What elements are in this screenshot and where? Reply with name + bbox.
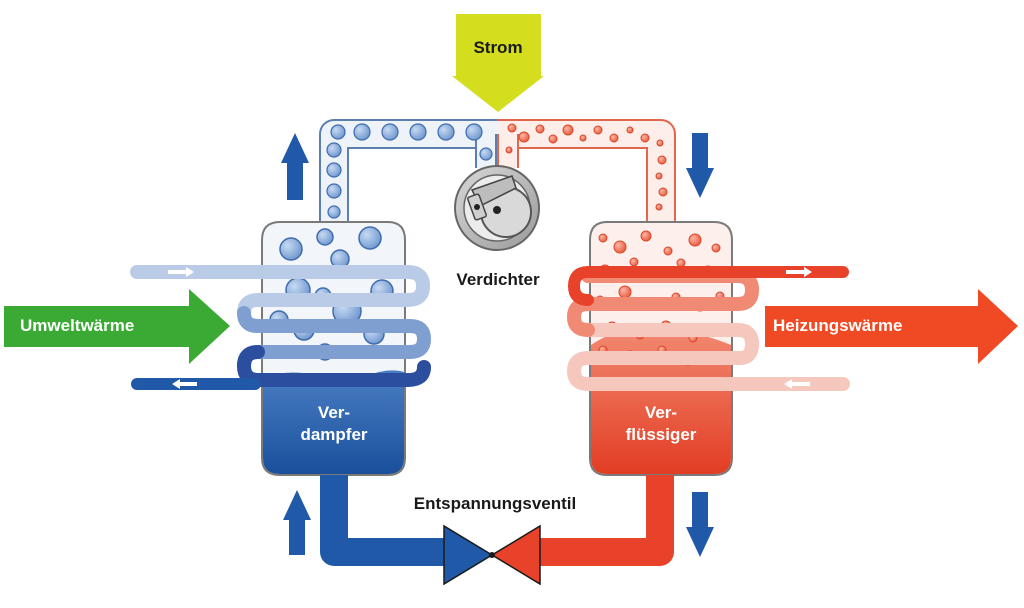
evaporator-label-line1: Ver- (317, 403, 351, 422)
condenser-label: Ver- flüssiger (626, 402, 697, 446)
ambient-heat-arrow-icon (4, 289, 230, 364)
flow-arrow-down-top-icon (686, 133, 714, 198)
compressor-icon (454, 165, 540, 251)
flow-arrow-up-top-icon (281, 133, 309, 200)
pipe-bubbles-cold (326, 123, 493, 219)
power-arrow-icon (452, 14, 544, 112)
power-label: Strom (473, 38, 523, 57)
evaporator-label: Ver- dampfer (300, 402, 367, 446)
condenser-label-line1: Ver- (644, 403, 678, 422)
expansion-valve-label: Entspannungsventil (413, 494, 577, 513)
heating-heat-label: Heizungswärme (773, 316, 903, 335)
compressor-label: Verdichter (456, 270, 540, 289)
evaporator-label-line2: dampfer (300, 425, 368, 444)
liquid-pipe (320, 475, 674, 566)
flow-arrow-up-bottom-icon (283, 490, 311, 555)
ambient-heat-label: Umweltwärme (20, 316, 135, 335)
coil-flow-arrow-icon (168, 267, 812, 389)
condenser-coil (567, 266, 850, 391)
heating-heat-arrow-icon (765, 289, 1018, 364)
expansion-valve-icon (443, 524, 541, 586)
condenser-label-line2: flüssiger (625, 425, 697, 444)
pipe-bubbles-hot (505, 123, 668, 211)
flow-arrow-down-bottom-icon (686, 492, 714, 557)
evaporator-coil (130, 265, 431, 390)
